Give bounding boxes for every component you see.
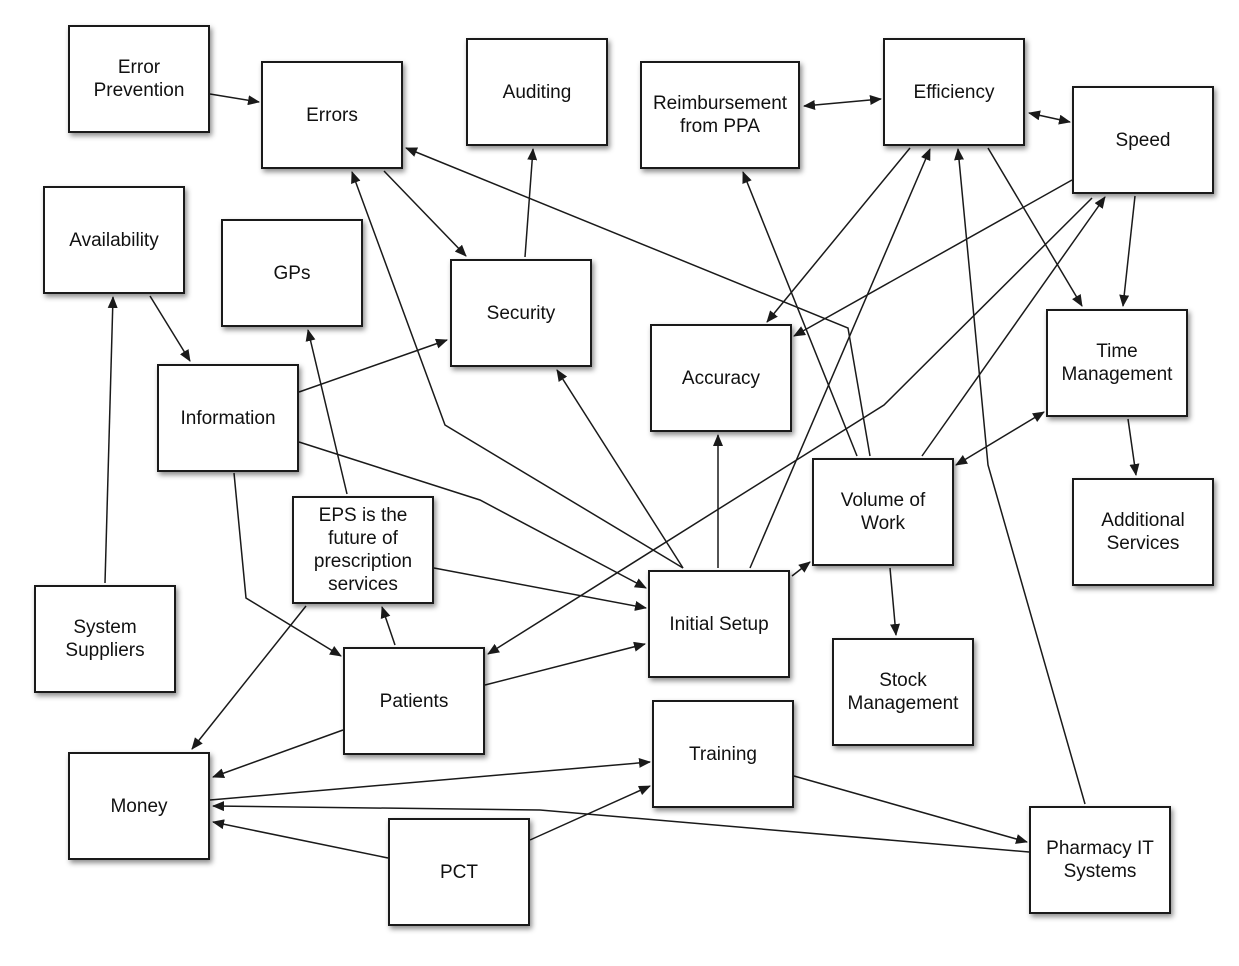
node-speed: Speed <box>1072 86 1214 194</box>
arrow-money-to-training <box>209 757 651 801</box>
node-errors: Errors <box>261 61 403 169</box>
arrow-efficiency-to-accuracy <box>766 147 911 323</box>
arrow-initial-setup-to-security <box>556 369 684 569</box>
node-security: Security <box>450 259 592 367</box>
arrow-pct-to-money <box>212 819 389 859</box>
arrow-information-to-patients <box>233 472 342 657</box>
arrow-pharmacy-it-to-money <box>212 801 1030 853</box>
node-auditing: Auditing <box>466 38 608 146</box>
arrow-pharmacy-it-to-efficiency <box>954 148 1086 805</box>
arrow-patients-to-money <box>212 729 344 778</box>
node-system-suppliers: System Suppliers <box>34 585 176 693</box>
node-time-management: Time Management <box>1046 309 1188 417</box>
arrow-information-to-initial-setup <box>298 441 647 589</box>
arrow-volume-of-work-to-time-management <box>955 411 1045 466</box>
arrow-volume-of-work-to-errors <box>405 147 871 457</box>
node-pct: PCT <box>388 818 530 926</box>
node-gps: GPs <box>221 219 363 327</box>
node-patients: Patients <box>343 647 485 755</box>
node-reimbursement: Reimbursement from PPA <box>640 61 800 169</box>
arrow-speed-to-patients <box>487 197 1093 655</box>
node-stock-management: Stock Management <box>832 638 974 746</box>
arrow-volume-of-work-to-reimbursement <box>742 171 858 457</box>
arrow-time-management-to-additional-services <box>1127 418 1140 476</box>
arrow-security-to-auditing <box>524 148 538 258</box>
arrow-efficiency-to-time-management <box>987 147 1083 307</box>
arrow-pct-to-training <box>529 785 651 841</box>
arrow-speed-to-time-management <box>1119 195 1136 307</box>
node-additional-services: Additional Services <box>1072 478 1214 586</box>
node-money: Money <box>68 752 210 860</box>
arrow-patients-to-initial-setup <box>484 641 646 686</box>
node-error-prevention: Error Prevention <box>68 25 210 133</box>
node-availability: Availability <box>43 186 185 294</box>
node-eps-future: EPS is the future of prescription servic… <box>292 496 434 604</box>
node-initial-setup: Initial Setup <box>648 570 790 678</box>
node-training: Training <box>652 700 794 808</box>
arrow-patients-to-eps-future <box>380 606 396 646</box>
node-information: Information <box>157 364 299 472</box>
arrow-eps-future-to-initial-setup <box>433 567 647 611</box>
arrow-initial-setup-to-efficiency <box>749 148 931 569</box>
node-accuracy: Accuracy <box>650 324 792 432</box>
arrow-system-suppliers-to-availability <box>104 296 118 584</box>
arrow-volume-of-work-to-speed <box>921 196 1106 457</box>
arrow-availability-to-information <box>149 295 191 362</box>
node-efficiency: Efficiency <box>883 38 1025 146</box>
arrow-eps-future-to-money <box>191 605 307 750</box>
node-volume-of-work: Volume of Work <box>812 458 954 566</box>
arrow-error-prevention-to-errors <box>209 93 260 106</box>
arrow-training-to-pharmacy-it <box>793 775 1028 844</box>
arrow-errors-to-security <box>383 170 467 257</box>
node-pharmacy-it: Pharmacy IT Systems <box>1029 806 1171 914</box>
arrow-information-to-security <box>298 338 448 393</box>
arrow-efficiency-to-speed <box>1028 110 1071 125</box>
arrow-speed-to-accuracy <box>793 179 1073 337</box>
arrow-eps-future-to-gps <box>305 329 348 495</box>
arrow-initial-setup-to-volume-of-work <box>791 561 811 577</box>
arrow-reimbursement-to-efficiency <box>803 95 882 110</box>
arrow-volume-of-work-to-stock-management <box>889 567 900 636</box>
arrow-initial-setup-to-errors <box>351 171 684 569</box>
